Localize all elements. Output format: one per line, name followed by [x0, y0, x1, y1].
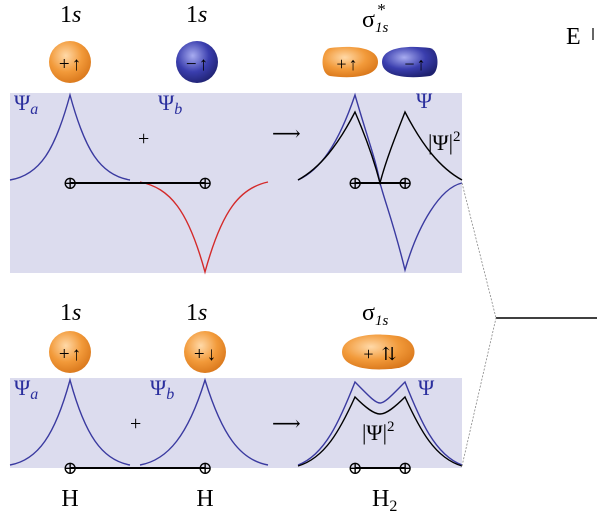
wave-psi-a-bottom — [9, 377, 131, 466]
nucleus-icon: ⊕ — [62, 173, 77, 193]
svg-text:−↑: −↑ — [186, 54, 208, 75]
nucleus-icon: ⊕ — [62, 458, 77, 478]
svg-text:+↑: +↑ — [336, 54, 357, 74]
svg-text:+↑: +↑ — [59, 54, 81, 75]
wave-psi-squared-bottom — [297, 395, 463, 467]
arrow-top: ⟶ — [272, 123, 301, 145]
svg-text:+↓: +↓ — [194, 344, 216, 365]
orbital-sphere-b-bottom: +↓ — [184, 331, 226, 373]
psi-label-bottom: Ψ — [418, 375, 435, 400]
arrow-bottom: ⟶ — [272, 413, 301, 435]
orbital-sphere-b-top: −↑ — [176, 41, 218, 83]
sigma-label: σ1s — [362, 300, 388, 329]
sigma-star-label: σ1s* — [362, 0, 388, 36]
psi-squared-label-bottom: |Ψ|2 — [362, 419, 395, 445]
orbital-sphere-a-bottom: +↑ — [49, 331, 91, 373]
psi-a-label-top: Ψa — [14, 90, 38, 118]
wave-psi-b-bottom — [139, 377, 269, 466]
atom-label-right: H — [196, 486, 213, 512]
psi-b-label-top: Ψb — [158, 90, 182, 118]
svg-text:+⇅: +⇅ — [363, 344, 396, 364]
wave-psi-a-top — [9, 92, 131, 181]
bonding-lobe: +⇅ — [342, 334, 415, 370]
wave-psi-b-top — [139, 181, 269, 275]
wave-psi-bottom — [297, 380, 463, 466]
svg-text:+↑: +↑ — [59, 344, 81, 365]
orbital-label-b-top: 1s — [186, 2, 207, 28]
correlation-line-lower — [461, 317, 497, 467]
atom-label-left: H — [61, 486, 78, 512]
molecule-label: H2 — [372, 486, 397, 513]
correlation-line-upper — [461, 182, 497, 319]
psi-squared-label-top: |Ψ|2 — [428, 129, 461, 155]
psi-a-label-bottom: Ψa — [14, 375, 38, 403]
antibonding-lobes: +↑ −↑ — [322, 46, 438, 78]
svg-text:−↑: −↑ — [404, 54, 425, 74]
nucleus-icon: ⊕ — [397, 458, 412, 478]
orbital-label-b-bottom: 1s — [186, 300, 207, 326]
orbital-sphere-a-top: +↑ — [49, 41, 91, 83]
nucleus-icon: ⊕ — [197, 173, 212, 193]
plus-sign-bottom: + — [130, 413, 141, 435]
orbital-label-a-bottom: 1s — [60, 300, 81, 326]
nucleus-icon: ⊕ — [347, 173, 362, 193]
psi-label-top: Ψ — [416, 88, 433, 113]
psi-b-label-bottom: Ψb — [150, 375, 174, 403]
plus-sign-top: + — [138, 128, 149, 150]
energy-axis-label: E — [566, 24, 581, 50]
nucleus-icon: ⊕ — [197, 458, 212, 478]
nucleus-icon: ⊕ — [397, 173, 412, 193]
nucleus-icon: ⊕ — [347, 458, 362, 478]
orbital-label-a-top: 1s — [60, 2, 81, 28]
